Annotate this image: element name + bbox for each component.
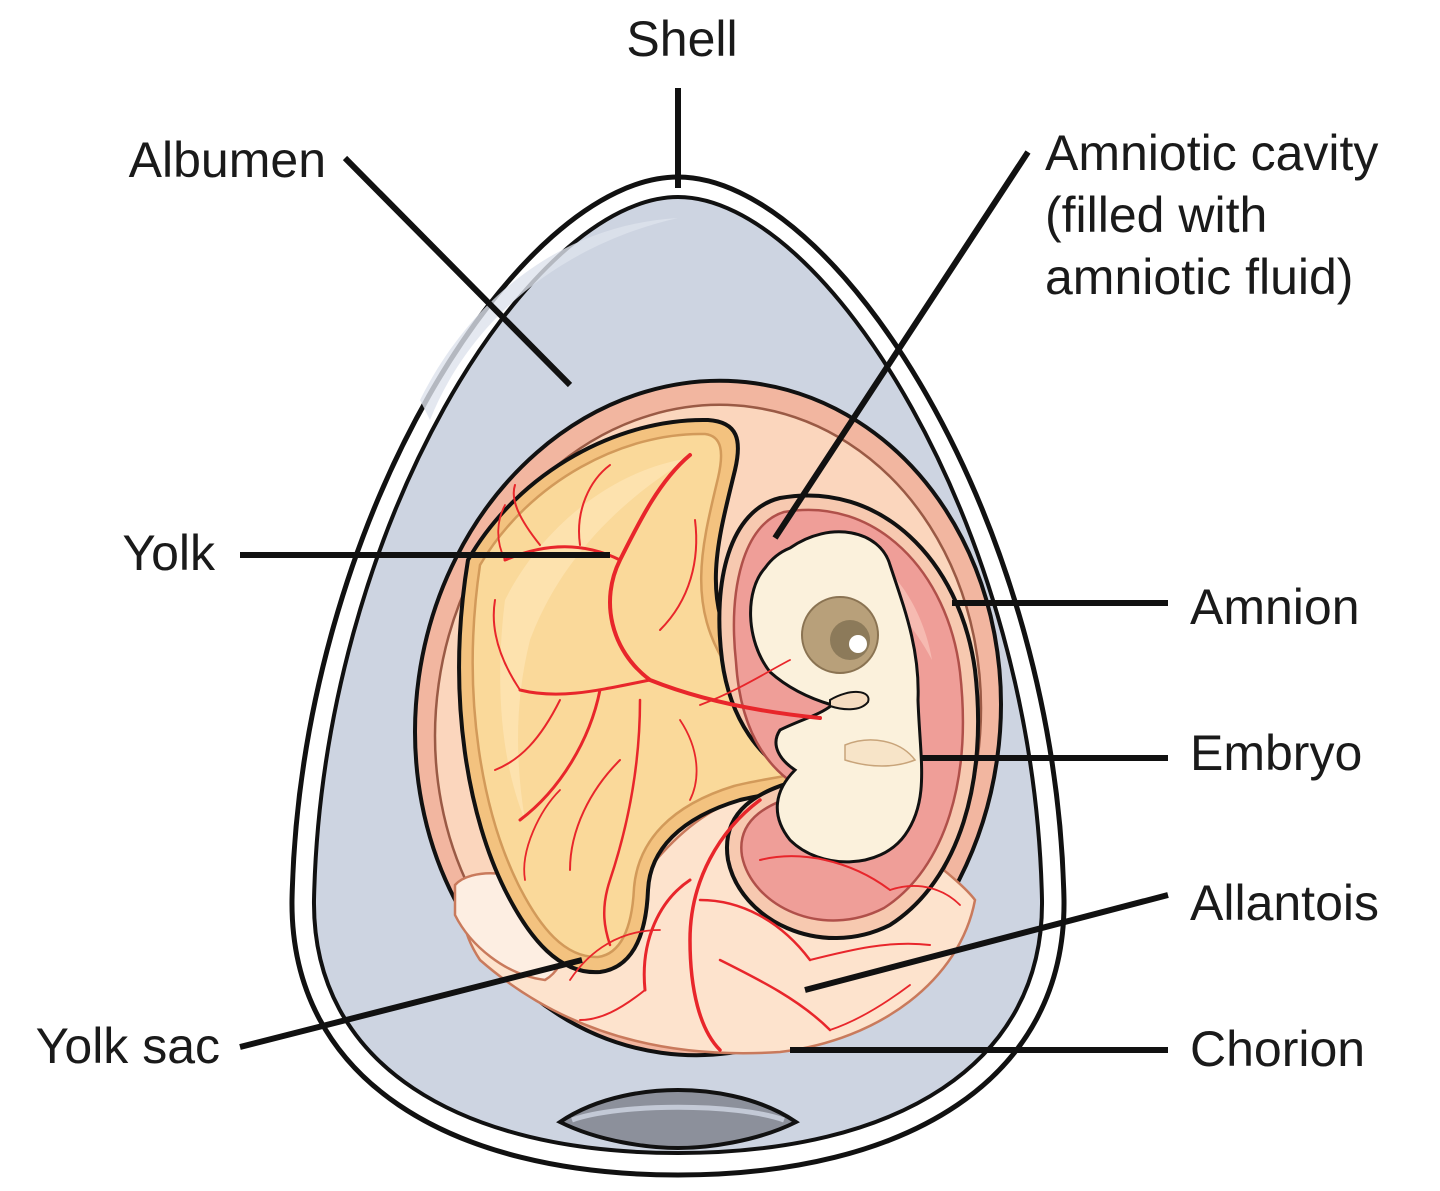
leader-lines	[239, 88, 1169, 1053]
vessel-branch	[698, 898, 812, 962]
vessel-branch	[569, 929, 661, 981]
embryo-tail	[829, 691, 870, 711]
vessel-main	[688, 798, 762, 1052]
vessel-branch	[494, 699, 561, 771]
albumen-highlight	[420, 218, 678, 420]
vessel-branch	[523, 789, 561, 881]
vessel-branch	[679, 719, 698, 801]
vessel-branch	[579, 989, 646, 1021]
amniotic-cavity-leader	[772, 150, 1031, 540]
vessel-branch	[889, 885, 961, 906]
yolk-label: Yolk	[122, 525, 216, 581]
labels: Shell Albumen Amniotic cavity (filled wi…	[36, 11, 1379, 1077]
vessel-branch	[518, 678, 652, 696]
vessel-branch	[659, 519, 698, 631]
vessel-branch	[718, 958, 832, 1032]
vessel-branch	[578, 464, 611, 546]
yolk-blood-vessels	[492, 453, 822, 947]
yolk-sac-leader	[239, 957, 583, 1050]
embryo-eye-highlight	[849, 635, 867, 653]
embryo-limb	[844, 739, 917, 767]
amniotic-cavity-label-line3: amniotic fluid)	[1045, 249, 1353, 305]
albumen-label: Albumen	[129, 132, 326, 188]
vessel-branch	[492, 599, 521, 691]
yolk-sac-label: Yolk sac	[36, 1018, 220, 1074]
vessel-branch	[512, 484, 541, 546]
shell-label: Shell	[626, 11, 737, 67]
vessel-branch	[829, 984, 911, 1031]
amniotic-cavity-label-line2: (filled with	[1045, 187, 1267, 243]
vessel-branch	[759, 855, 891, 891]
vessel-branch	[602, 698, 642, 947]
albumen-leader	[342, 155, 573, 388]
vessel-branch	[642, 878, 692, 992]
air-cell-rim	[571, 1104, 785, 1123]
allantois-label: Allantois	[1190, 875, 1379, 931]
vessel-branch	[569, 759, 621, 871]
vessel-main	[608, 453, 822, 720]
amniotic-cavity-label-line1: Amniotic cavity	[1045, 125, 1378, 181]
allantois-blood-vessels	[569, 798, 961, 1052]
vessel-branch	[518, 688, 602, 822]
chorion-label: Chorion	[1190, 1021, 1365, 1077]
allantois-leader	[804, 892, 1169, 993]
vessel-branch	[699, 659, 791, 706]
embryo-label: Embryo	[1190, 725, 1362, 781]
vessel-branch	[809, 942, 931, 961]
air-cell	[556, 1087, 800, 1151]
amnion-label: Amnion	[1190, 579, 1360, 635]
